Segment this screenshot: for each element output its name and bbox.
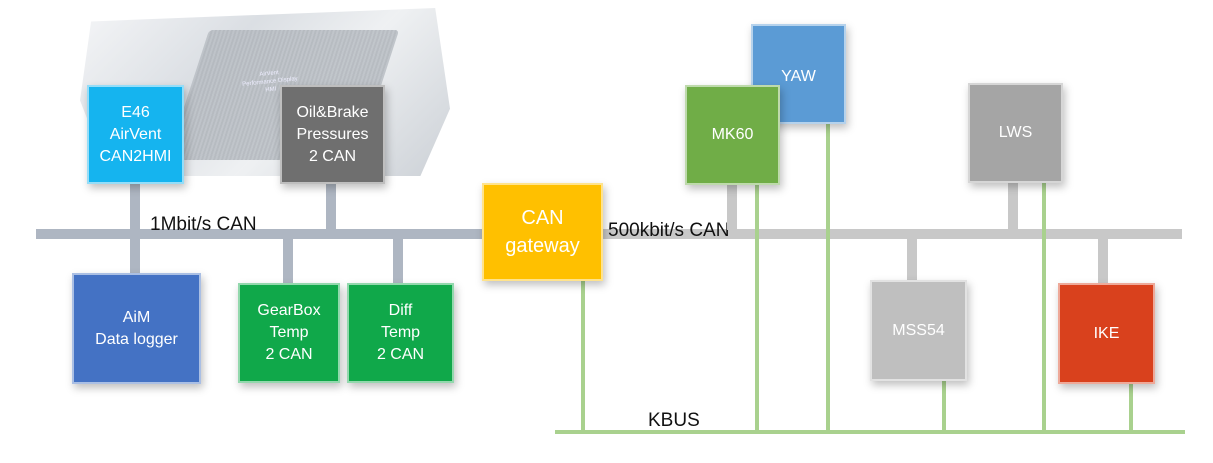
- node-label: 2 CAN: [376, 346, 425, 363]
- node-label: LWS: [998, 124, 1033, 141]
- node-label: Oil&Brake: [296, 103, 369, 121]
- node-label: AirVent: [109, 125, 162, 143]
- node-label: AiM: [122, 308, 151, 326]
- node-label: 2 CAN: [265, 346, 313, 363]
- ike-node: IKE: [1058, 283, 1155, 384]
- can-500kbit-bus-line: [600, 229, 1182, 239]
- node-label: Diff: [388, 302, 413, 319]
- gearbox-temp-node: GearBox Temp 2 CAN: [238, 283, 340, 383]
- mss54-kbus-stub: [942, 380, 946, 432]
- mk60-can-stub: [727, 184, 737, 230]
- kbus-line: [555, 430, 1185, 434]
- lws-can-stub: [1008, 182, 1018, 230]
- node-label: Temp: [269, 324, 309, 341]
- node-label: MK60: [711, 126, 754, 143]
- ike-can-stub: [1098, 238, 1108, 284]
- can-1mbit-bus-line: [36, 229, 486, 239]
- e46-airvent-node: E46 AirVent CAN2HMI: [87, 85, 184, 184]
- aim-data-logger-node: AiM Data logger: [72, 273, 201, 384]
- gateway-kbus-stub: [581, 280, 585, 432]
- node-label: IKE: [1093, 324, 1120, 342]
- node-label: YAW: [781, 68, 816, 85]
- can-1mbit-label: 1Mbit/s CAN: [150, 214, 257, 235]
- diff-stub: [393, 238, 403, 284]
- node-label: gateway: [505, 235, 580, 257]
- mk60-kbus-stub: [755, 184, 759, 432]
- node-label: GearBox: [257, 302, 321, 319]
- node-label: Temp: [380, 324, 421, 341]
- lws-kbus-stub: [1042, 182, 1046, 432]
- diff-temp-node: Diff Temp 2 CAN: [347, 283, 454, 383]
- mss54-can-stub: [907, 238, 917, 282]
- can-gateway-node: CAN gateway: [482, 183, 603, 281]
- node-label: MSS54: [892, 321, 945, 339]
- e46-stub: [130, 184, 140, 230]
- gearbox-stub: [283, 238, 293, 284]
- node-label: Pressures: [296, 125, 369, 143]
- node-label: CAN: [521, 207, 564, 229]
- node-label: Data logger: [95, 330, 178, 348]
- mk60-node: MK60: [685, 85, 780, 185]
- yaw-kbus-stub: [826, 124, 830, 432]
- oil-brake-stub: [326, 184, 336, 230]
- node-label: CAN2HMI: [99, 147, 172, 165]
- kbus-label: KBUS: [648, 410, 700, 431]
- lws-node: LWS: [968, 83, 1063, 183]
- can-500kbit-label: 500kbit/s CAN: [608, 220, 730, 241]
- oil-brake-pressures-node: Oil&Brake Pressures 2 CAN: [280, 85, 385, 184]
- node-label: 2 CAN: [308, 147, 357, 165]
- aim-stub: [130, 238, 140, 274]
- ike-kbus-stub: [1129, 384, 1133, 432]
- node-label: E46: [121, 103, 150, 121]
- mss54-node: MSS54: [870, 280, 967, 381]
